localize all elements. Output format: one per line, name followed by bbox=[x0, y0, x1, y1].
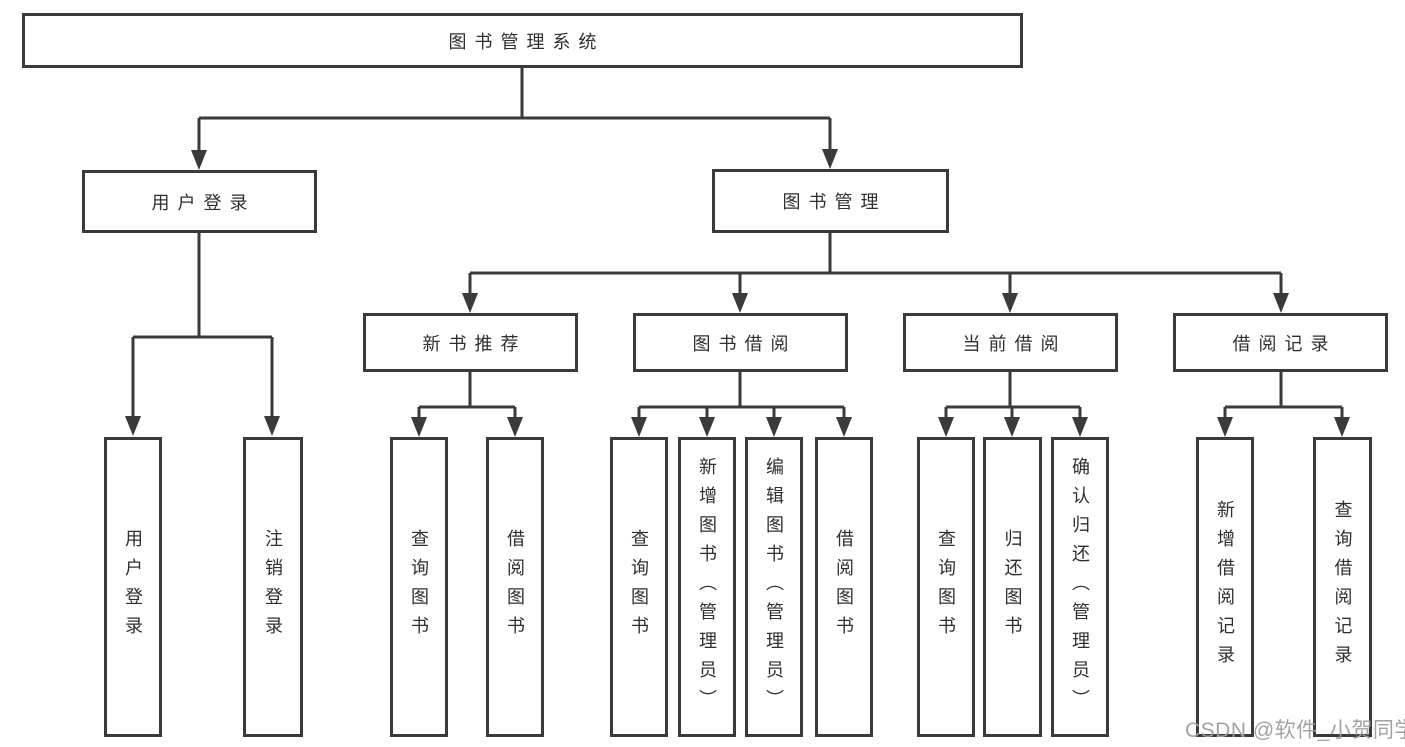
node-label: 借阅记录 bbox=[1232, 333, 1337, 354]
leaf-return-book: 归还图书 bbox=[983, 437, 1042, 737]
leaf-label: 新增图书（管理员） bbox=[697, 456, 717, 718]
leaf-add-book-admin: 新增图书（管理员） bbox=[678, 437, 736, 737]
leaf-label: 查询借阅记录 bbox=[1332, 500, 1353, 674]
arrowhead bbox=[264, 416, 280, 436]
leaf-query-borrow-record: 查询借阅记录 bbox=[1313, 437, 1372, 737]
connector-line bbox=[417, 372, 517, 421]
leaf-label: 确认归还（管理员） bbox=[1070, 456, 1090, 718]
leaf-user-login: 用户登录 bbox=[104, 437, 162, 737]
leaf-logout-login: 注销登录 bbox=[243, 437, 303, 737]
leaf-label: 编辑图书（管理员） bbox=[764, 456, 784, 718]
arrowhead bbox=[836, 417, 852, 437]
node-label: 用户登录 bbox=[151, 192, 256, 213]
connector-line bbox=[197, 68, 832, 154]
leaf-query-book: 查询图书 bbox=[390, 437, 448, 737]
connector-line bbox=[1223, 372, 1344, 421]
node-label: 图书借阅 bbox=[692, 333, 797, 354]
arrowhead bbox=[1273, 293, 1289, 313]
leaf-label: 查询图书 bbox=[936, 529, 956, 645]
node-new-book-recommend: 新书推荐 bbox=[363, 313, 578, 372]
arrowhead bbox=[822, 149, 838, 169]
arrowhead bbox=[1002, 293, 1018, 313]
node-label: 图书管理系统 bbox=[448, 31, 605, 52]
leaf-label: 归还图书 bbox=[1002, 529, 1023, 645]
connector-book-borrow bbox=[631, 372, 852, 437]
leaf-label: 借阅图书 bbox=[834, 529, 854, 645]
leaf-query-book: 查询图书 bbox=[917, 437, 975, 737]
leaf-label: 查询图书 bbox=[409, 529, 429, 645]
arrowhead bbox=[766, 417, 782, 437]
arrowhead bbox=[125, 416, 141, 436]
connector-borrow-record bbox=[1217, 372, 1350, 437]
connector-line bbox=[944, 372, 1082, 421]
leaf-label: 借阅图书 bbox=[505, 529, 525, 645]
leaf-label: 新增借阅记录 bbox=[1215, 500, 1235, 674]
arrowhead bbox=[732, 293, 748, 313]
node-book-borrow: 图书借阅 bbox=[633, 313, 848, 372]
leaf-label: 注销登录 bbox=[263, 529, 283, 645]
node-label: 图书管理 bbox=[782, 192, 887, 212]
leaf-borrow-book: 借阅图书 bbox=[815, 437, 873, 737]
arrowhead bbox=[938, 417, 954, 437]
arrowhead bbox=[1072, 417, 1088, 437]
connector-current-borrow bbox=[938, 372, 1088, 437]
arrowhead bbox=[507, 417, 523, 437]
leaf-label: 查询图书 bbox=[629, 529, 649, 645]
node-book-management: 图书管理 bbox=[712, 169, 949, 233]
leaf-borrow-book: 借阅图书 bbox=[486, 437, 544, 737]
arrowhead bbox=[1217, 417, 1233, 437]
leaf-label: 用户登录 bbox=[123, 529, 143, 645]
node-borrow-record: 借阅记录 bbox=[1173, 313, 1388, 372]
connector-user-login bbox=[125, 233, 280, 436]
connector-book-mgmt bbox=[462, 233, 1289, 313]
arrowhead bbox=[1004, 417, 1020, 437]
leaf-confirm-return-admin: 确认归还（管理员） bbox=[1051, 437, 1109, 737]
connector-root bbox=[191, 68, 838, 170]
arrowhead bbox=[699, 417, 715, 437]
node-current-borrow: 当前借阅 bbox=[903, 313, 1118, 372]
arrowhead bbox=[411, 417, 427, 437]
node-label: 当前借阅 bbox=[962, 333, 1067, 354]
connector-new-book bbox=[411, 372, 523, 437]
node-user-login: 用户登录 bbox=[82, 170, 317, 233]
leaf-edit-book-admin: 编辑图书（管理员） bbox=[745, 437, 803, 737]
watermark-text: CSDN @软件_小贺同学 bbox=[1185, 719, 1405, 742]
connector-line bbox=[637, 372, 846, 421]
arrowhead bbox=[1334, 417, 1350, 437]
arrowhead bbox=[462, 293, 478, 313]
node-label: 新书推荐 bbox=[422, 333, 527, 354]
node-library-system: 图书管理系统 bbox=[22, 13, 1023, 68]
leaf-query-book: 查询图书 bbox=[610, 437, 668, 737]
leaf-add-borrow-record: 新增借阅记录 bbox=[1196, 437, 1254, 737]
connector-line bbox=[468, 233, 1283, 297]
connector-line bbox=[131, 233, 274, 420]
arrowhead bbox=[191, 150, 207, 170]
arrowhead bbox=[631, 417, 647, 437]
